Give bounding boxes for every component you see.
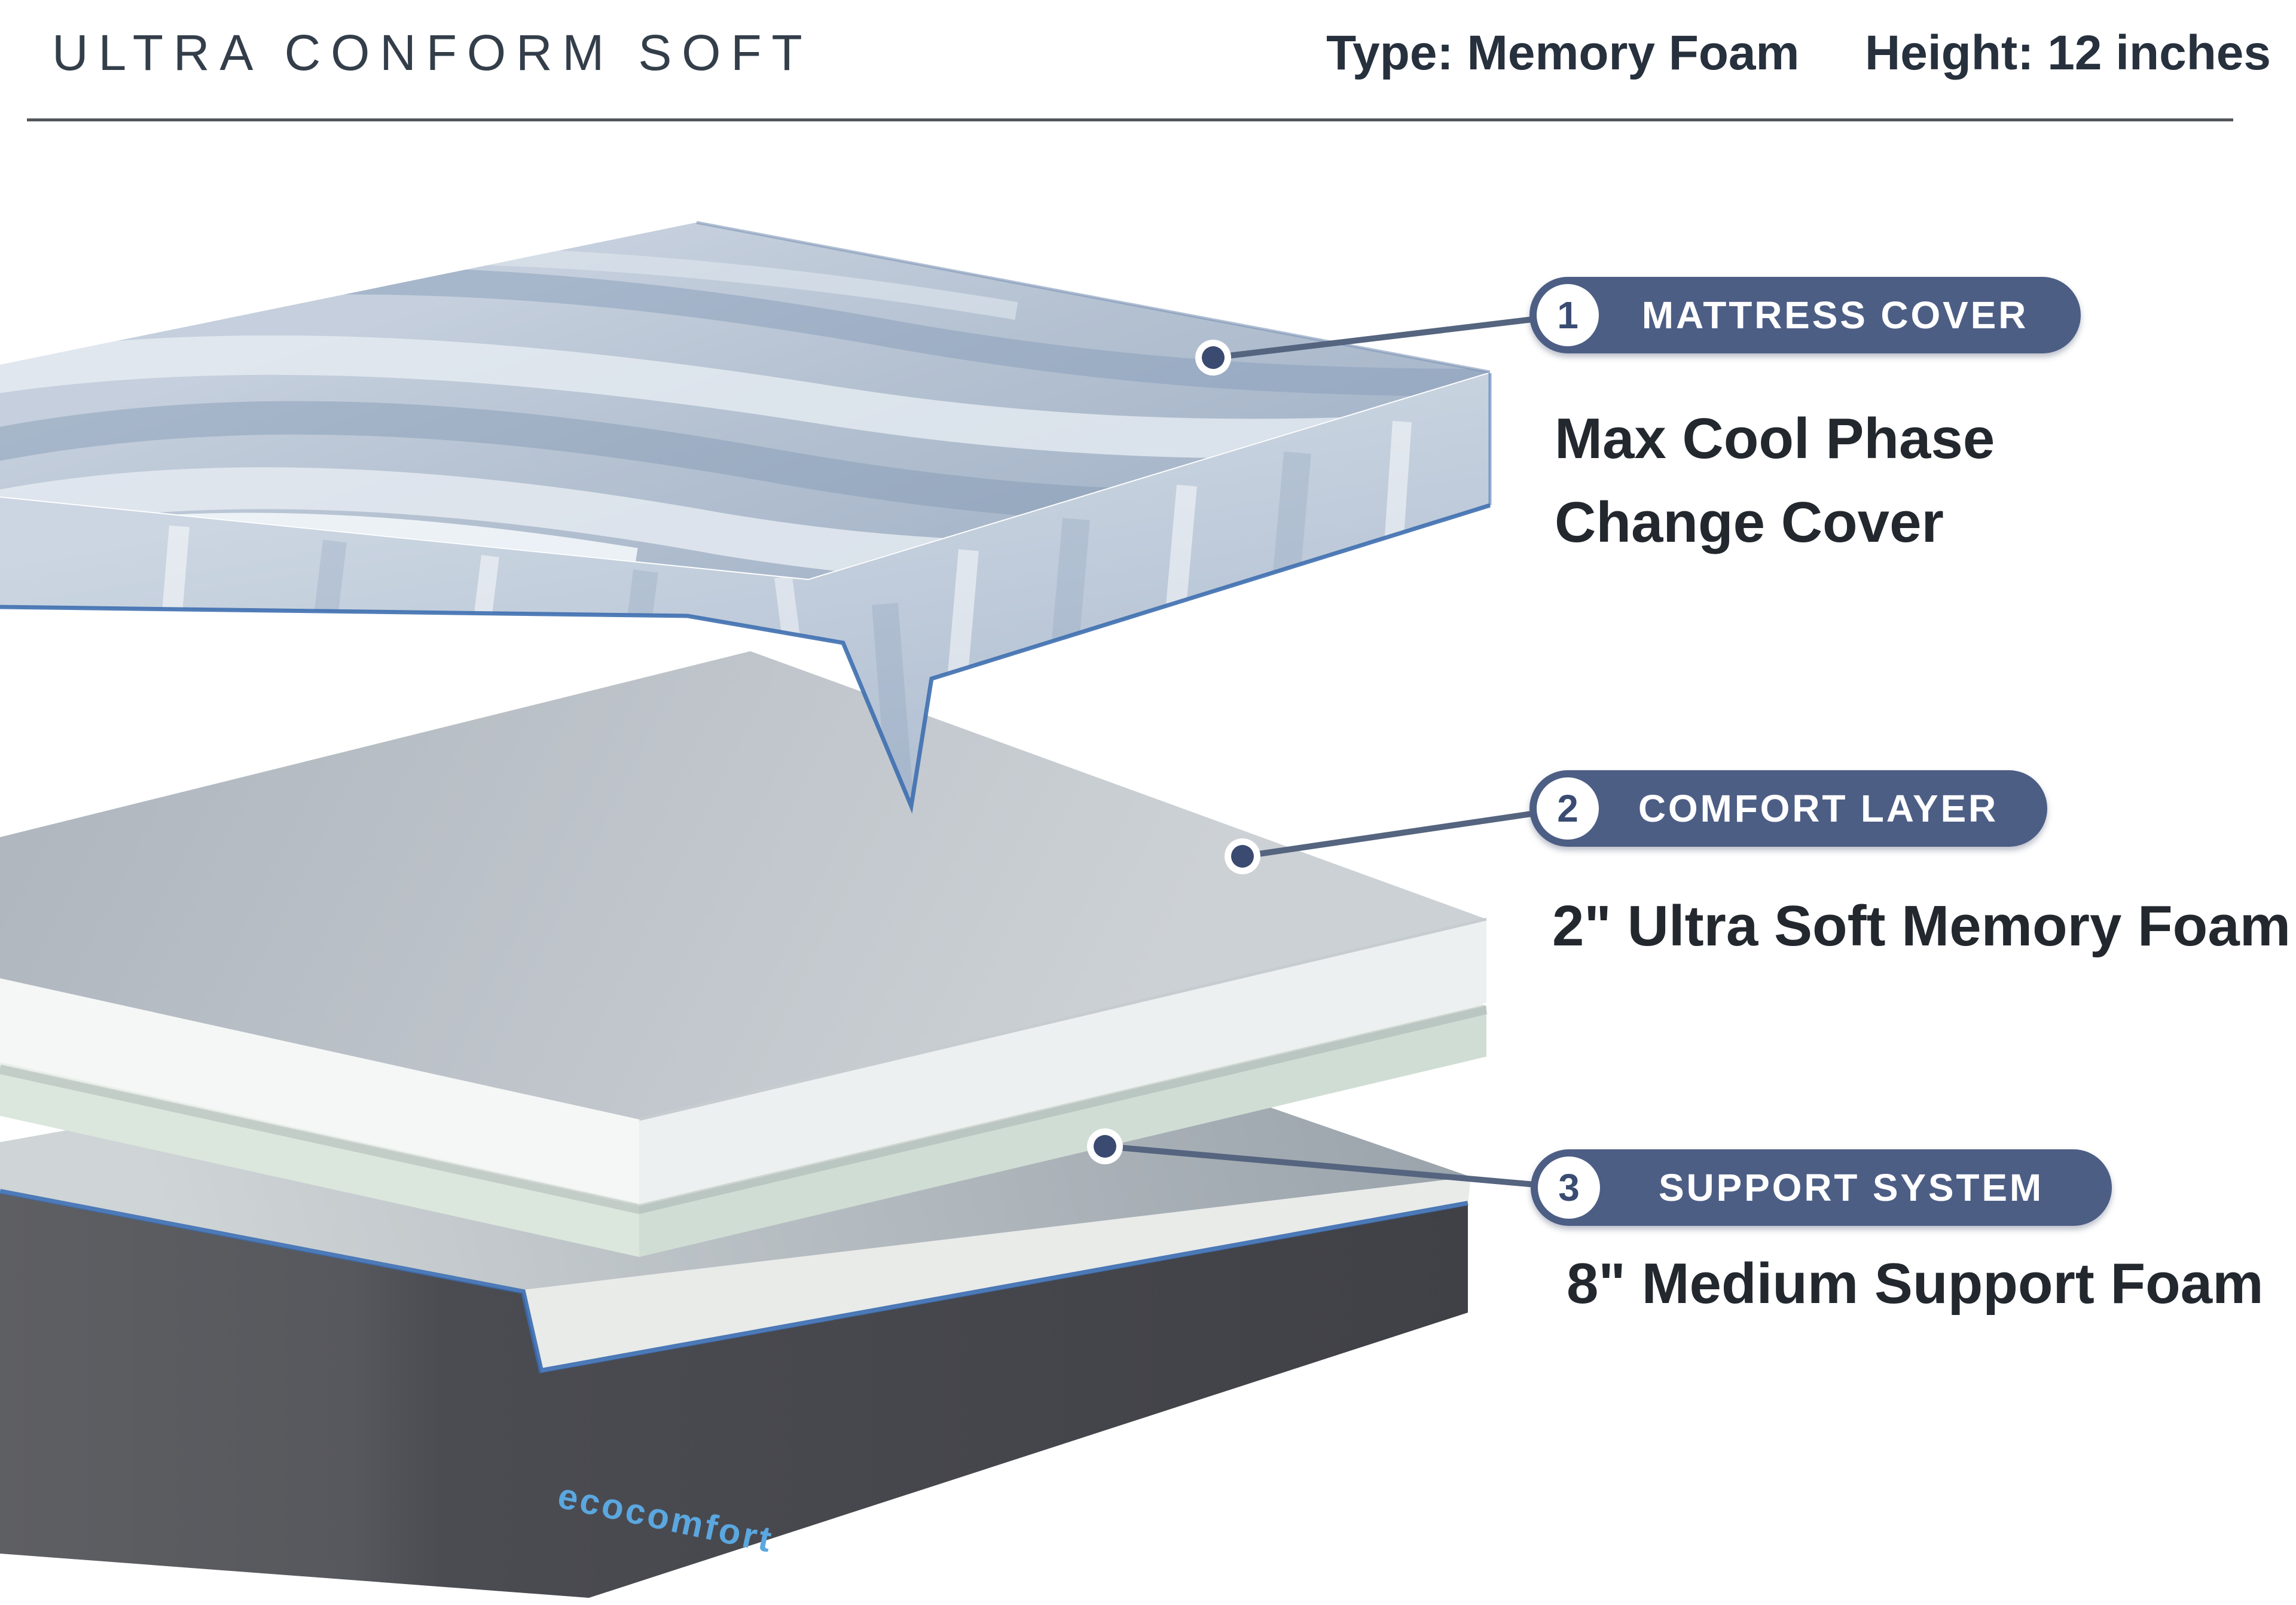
white-slab-contact-shadow (0, 1005, 1488, 1215)
badge-label-3: SUPPORT SYSTEM (1658, 1166, 2044, 1209)
piping-blue-line (0, 1189, 1468, 1374)
badge-label-1: MATTRESS COVER (1641, 294, 2029, 337)
badge-number-circle-1: 1 (1537, 284, 1599, 346)
badge-number-circle-3: 3 (1538, 1157, 1600, 1219)
description-support-system: 8" Medium Support Foam (1567, 1251, 2264, 1317)
white-slab-top-face (0, 651, 1486, 1119)
cover-top-edge-line (696, 221, 1491, 374)
base-fabric (0, 1193, 1468, 1598)
description-mattress-cover: Max Cool Phase Change Cover (1555, 397, 1995, 565)
connector-line-2 (1242, 805, 1568, 859)
cover-skirt-stripes (160, 420, 1412, 797)
connector-line-3 (1104, 1143, 1570, 1191)
product-specs: Type: Memory Foam Height: 12 inches (1326, 25, 2271, 81)
callout-badge-mattress-cover: 1 MATTRESS COVER (1529, 277, 2081, 353)
badge-label-2: COMFORT LAYER (1638, 787, 1999, 830)
description-line: Change Cover (1555, 490, 1944, 554)
mint-slab-front-left-face (0, 1065, 639, 1257)
cover-bottom-outline-blue (0, 503, 1491, 814)
marker-dot-3 (1087, 1128, 1123, 1164)
support-foam-front-edge (523, 1177, 1471, 1371)
spec-type-value: Memory Foam (1467, 26, 1800, 80)
description-comfort-layer: 2" Ultra Soft Memory Foam (1552, 893, 2291, 959)
spec-type-label: Type: (1326, 26, 1454, 80)
callout-badge-comfort-layer: 2 COMFORT LAYER (1529, 770, 2047, 847)
mint-slab-front-right-face (639, 1006, 1486, 1257)
callout-connectors (1087, 312, 1570, 1191)
spec-height-label: Height: (1865, 26, 2034, 80)
header-divider (27, 118, 2233, 121)
description-line: 2" Ultra Soft Memory Foam (1552, 894, 2291, 958)
white-slab-front-right-face (639, 919, 1486, 1203)
white-slab-edge-line (639, 917, 1487, 1121)
page-title: ULTRA CONFORM SOFT (52, 25, 813, 81)
white-slab-front-left-face (0, 978, 639, 1203)
description-line: 8" Medium Support Foam (1567, 1252, 2264, 1316)
callout-badge-support-system: 3 SUPPORT SYSTEM (1531, 1149, 2112, 1226)
marker-dot-1 (1195, 340, 1231, 376)
cover-skirt (0, 373, 1490, 806)
spec-height-value: 12 inches (2047, 26, 2271, 80)
comfort-top-layer (0, 651, 1488, 1215)
badge-number-circle-2: 2 (1537, 777, 1599, 840)
description-line: Max Cool Phase (1555, 407, 1995, 471)
connector-line-1 (1213, 312, 1568, 361)
cover-layer (0, 221, 1492, 814)
marker-dot-2 (1225, 838, 1260, 874)
